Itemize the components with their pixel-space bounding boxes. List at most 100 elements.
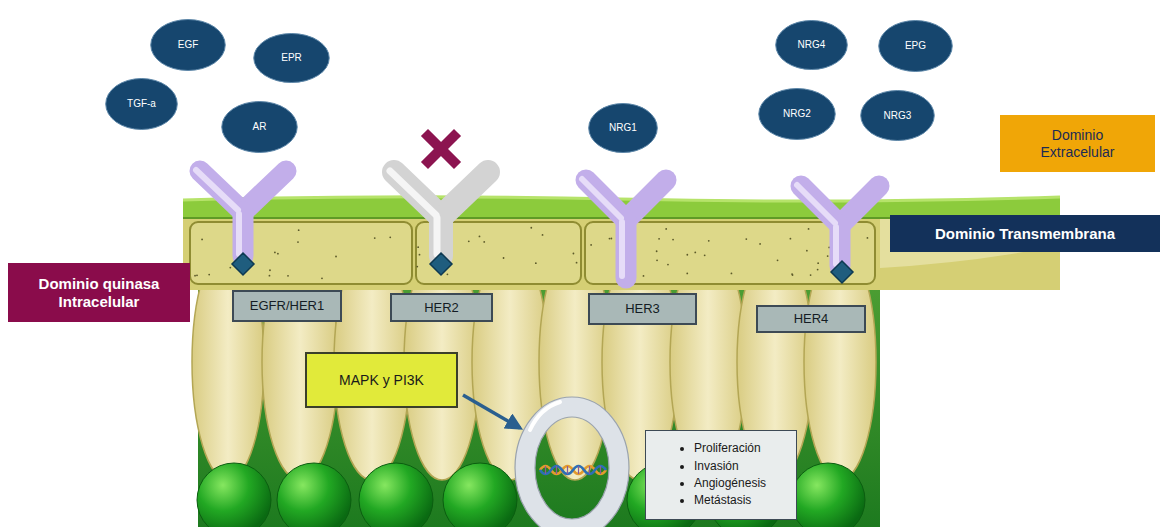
speckle bbox=[759, 243, 761, 245]
text-wrap: MAPK y PI3K bbox=[339, 372, 424, 389]
ellipse-fill bbox=[589, 104, 658, 153]
ligand-ellipse: NRG4 bbox=[775, 20, 848, 70]
speckle bbox=[229, 267, 231, 269]
text-wrap: NRG3 bbox=[884, 110, 912, 122]
speckle bbox=[731, 272, 733, 274]
receptor-label-box: EGFR/HER1 bbox=[232, 290, 342, 322]
text-wrap: NRG2 bbox=[783, 108, 811, 120]
text-wrap: Dominio Extracelular bbox=[1028, 127, 1128, 161]
node-label: NRG2 bbox=[783, 108, 811, 120]
ligand-ellipse: EGF bbox=[150, 19, 226, 71]
text-wrap: EPR bbox=[281, 52, 302, 64]
ellipse-fill bbox=[759, 89, 835, 140]
text-wrap: Dominio Transmembrana bbox=[935, 225, 1115, 243]
ligand-ellipse: EPG bbox=[878, 20, 953, 72]
signal-arrow bbox=[463, 395, 520, 428]
node-label: Dominio Transmembrana bbox=[935, 225, 1115, 243]
speckle bbox=[790, 238, 792, 240]
node-label: EGF bbox=[178, 39, 199, 51]
blocked-cross bbox=[428, 136, 454, 162]
ellipse-fill bbox=[222, 102, 297, 153]
speckle bbox=[576, 262, 578, 264]
speckle bbox=[658, 238, 660, 240]
text-wrap: EGFR/HER1 bbox=[250, 298, 324, 314]
speckle bbox=[590, 244, 592, 246]
speckle bbox=[694, 252, 696, 254]
text-wrap: EGF bbox=[178, 39, 199, 51]
speckle bbox=[479, 236, 481, 238]
speckle bbox=[867, 237, 869, 239]
ellipse-fill bbox=[776, 21, 848, 70]
speckles bbox=[194, 225, 868, 279]
speckle bbox=[686, 273, 688, 275]
speckle bbox=[535, 262, 537, 264]
speckle bbox=[573, 253, 575, 255]
text-wrap: TGF-a bbox=[127, 98, 156, 110]
speckle bbox=[686, 254, 688, 256]
outcome-item: Angiogénesis bbox=[694, 475, 766, 492]
ligand-ellipse: EPR bbox=[253, 33, 330, 83]
outcome-item: Invasión bbox=[694, 458, 766, 475]
text-wrap: HER2 bbox=[424, 300, 459, 316]
domain-label-box: Dominio quinasa Intracelular bbox=[8, 263, 190, 322]
speckle bbox=[542, 234, 544, 236]
speckle bbox=[817, 262, 819, 264]
speckle bbox=[277, 253, 279, 255]
speckle bbox=[817, 269, 819, 271]
speckle bbox=[643, 275, 645, 277]
speckle bbox=[610, 238, 612, 240]
speckle bbox=[269, 275, 271, 277]
receptor-her4 bbox=[797, 185, 879, 266]
node-label: HER3 bbox=[625, 301, 660, 317]
text-wrap: EPG bbox=[905, 40, 926, 52]
receptor-label-box: HER4 bbox=[756, 305, 866, 333]
speckle bbox=[708, 240, 710, 242]
text-wrap: Dominio quinasa Intracelular bbox=[19, 275, 179, 311]
speckle bbox=[201, 239, 203, 241]
speckle bbox=[419, 254, 421, 256]
speckle bbox=[792, 274, 794, 276]
ligand-ellipse: NRG3 bbox=[860, 90, 935, 141]
receptor-label-box: HER3 bbox=[588, 293, 697, 325]
speckle bbox=[667, 264, 669, 266]
node-label: EPG bbox=[905, 40, 926, 52]
ligand-ellipse: NRG2 bbox=[758, 88, 836, 140]
node-label: NRG4 bbox=[798, 39, 826, 51]
node-label: NRG3 bbox=[884, 110, 912, 122]
speckle bbox=[389, 236, 391, 238]
speckle bbox=[287, 275, 289, 277]
speckle bbox=[374, 237, 376, 239]
ligand-ellipse: AR bbox=[221, 101, 298, 153]
ellipse-fill bbox=[106, 79, 178, 130]
speckle bbox=[810, 274, 812, 276]
receptor-her2 bbox=[390, 171, 488, 256]
nucleus-ring bbox=[515, 397, 629, 527]
pathway-box: MAPK y PI3K bbox=[305, 352, 458, 408]
speckle bbox=[503, 257, 505, 259]
receptor-label-box: HER2 bbox=[390, 293, 493, 322]
speckle bbox=[745, 238, 747, 240]
text-wrap: HER4 bbox=[794, 311, 829, 327]
outcome-item: Metástasis bbox=[694, 492, 766, 509]
speckle bbox=[269, 269, 271, 271]
speckle bbox=[791, 273, 793, 275]
speckle bbox=[530, 227, 532, 229]
outcome-item: Proliferación bbox=[694, 440, 766, 457]
speckle bbox=[194, 275, 196, 277]
speckle bbox=[208, 274, 210, 276]
node-label: NRG1 bbox=[609, 122, 637, 134]
speckle bbox=[656, 250, 658, 252]
speckle bbox=[656, 259, 658, 261]
node-label: EGFR/HER1 bbox=[250, 298, 324, 314]
receptor-her3 bbox=[582, 179, 666, 278]
node-label: HER2 bbox=[424, 300, 459, 316]
speckle bbox=[468, 240, 470, 242]
bullet-list: ProliferaciónInvasiónAngiogénesisMetásta… bbox=[678, 440, 766, 510]
speckle bbox=[672, 239, 674, 241]
node-label: Dominio Extracelular bbox=[1028, 127, 1128, 161]
outcome-list-box: ProliferaciónInvasiónAngiogénesisMetásta… bbox=[645, 430, 797, 520]
speckle bbox=[297, 241, 299, 243]
text-wrap: NRG4 bbox=[798, 39, 826, 51]
node-label: AR bbox=[253, 121, 267, 133]
